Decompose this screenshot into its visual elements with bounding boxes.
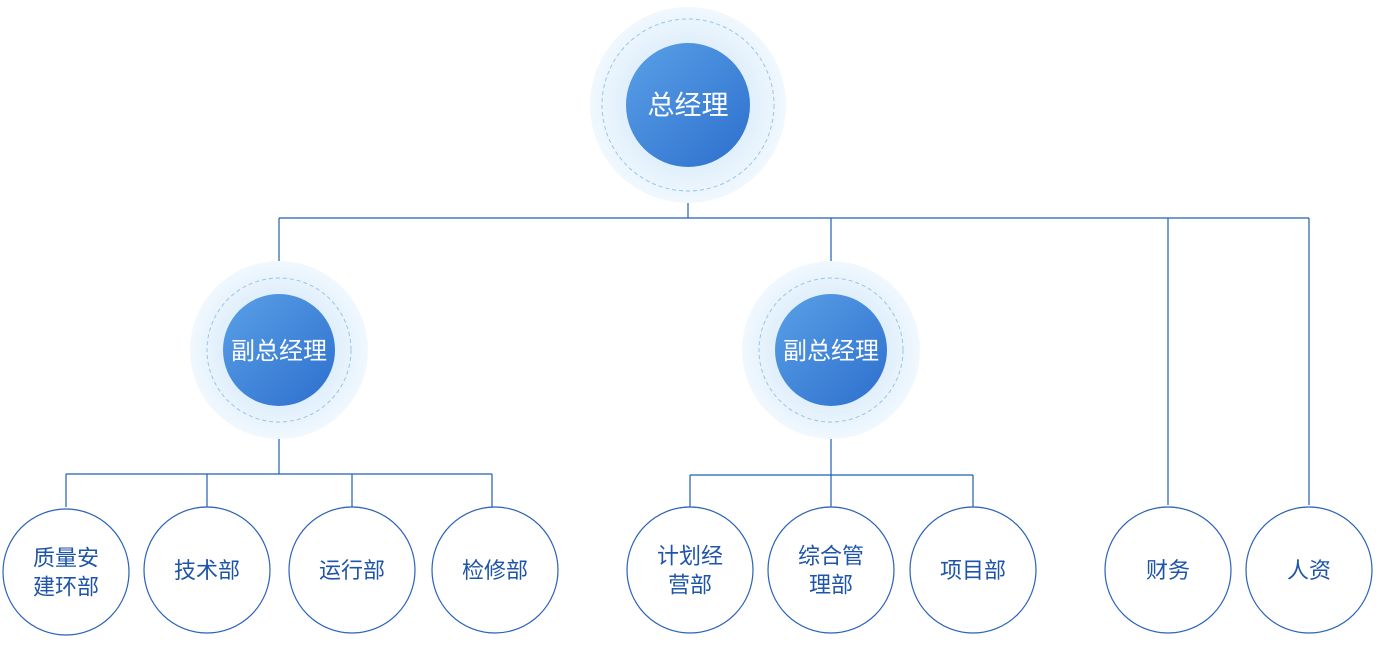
department-label: 运行部 [319, 559, 385, 584]
deputy-manager-2-label: 副总经理 [783, 337, 879, 365]
department-label: 人资 [1287, 559, 1331, 584]
department-circle [1104, 506, 1232, 634]
department-node: 项目部 [909, 506, 1037, 634]
deputy-manager-2-circle [775, 294, 887, 406]
department-circle [767, 506, 895, 634]
department-label: 质量安 [33, 547, 99, 572]
department-label: 检修部 [462, 559, 528, 584]
deputy-manager-node-2: 副总经理 [742, 261, 920, 439]
department-node: 技术部 [143, 506, 271, 634]
department-node: 运行部 [288, 506, 416, 634]
department-label: 财务 [1146, 559, 1190, 584]
general-manager-circle [626, 43, 750, 167]
general-manager-dashed-ring [601, 18, 775, 192]
department-circle [626, 506, 754, 634]
deputy-manager-1-dashed-ring [206, 277, 352, 423]
department-node: 检修部 [431, 506, 559, 634]
department-label: 项目部 [940, 559, 1006, 584]
general-manager-label: 总经理 [648, 91, 729, 122]
connector-lines [65, 165, 1310, 507]
department-label: 营部 [668, 574, 712, 599]
department-nodes: 质量安建环部技术部运行部检修部计划经营部综合管理部项目部财务人资 [2, 506, 1373, 636]
department-label: 建环部 [33, 576, 99, 601]
deputy-manager-1-label: 副总经理 [231, 337, 327, 365]
department-label: 技术部 [174, 559, 240, 584]
deputy-manager-1-circle [223, 294, 335, 406]
deputy-manager-node-1: 副总经理 [190, 261, 368, 439]
department-label: 综合管 [798, 545, 864, 570]
general-manager-node: 总经理 [590, 7, 786, 203]
department-label: 理部 [809, 574, 853, 599]
deputy-manager-2-dashed-ring [758, 277, 904, 423]
department-circle [1245, 506, 1373, 634]
department-circle [431, 506, 559, 634]
department-circle [909, 506, 1037, 634]
department-circle [288, 506, 416, 634]
department-circle [2, 508, 130, 636]
department-label: 计划经 [657, 545, 723, 570]
department-node: 财务 [1104, 506, 1232, 634]
department-node: 人资 [1245, 506, 1373, 634]
department-circle [143, 506, 271, 634]
